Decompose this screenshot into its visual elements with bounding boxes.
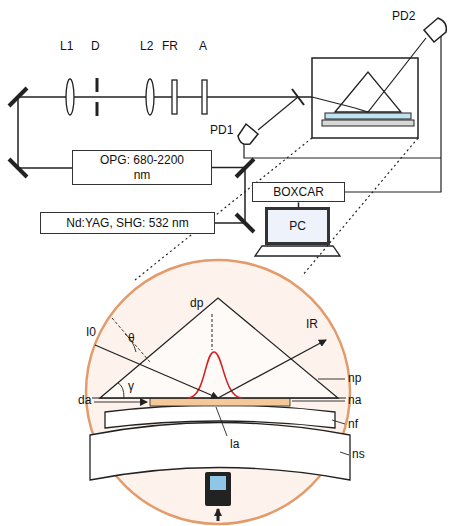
symbol-label: nf: [348, 418, 358, 431]
symbol-label: IR: [306, 318, 318, 331]
laser-beam: [212, 168, 245, 224]
input-arrow: [217, 509, 220, 521]
aperture: [96, 78, 99, 92]
inset-circle: [86, 260, 350, 524]
faraday-rotator: [172, 80, 177, 114]
symbol-label: θ: [128, 332, 135, 345]
part-label: A: [199, 40, 207, 53]
mirror: [9, 159, 27, 177]
leader-line: [340, 452, 349, 455]
part-label: D: [91, 40, 100, 53]
light-source-window: [210, 476, 226, 490]
leader-line: [292, 401, 345, 402]
part-label: PD2: [392, 10, 415, 23]
box-label: OPG: 680-2200 nm: [97, 153, 187, 182]
symbol-label: dp: [190, 297, 203, 310]
reflected-beam: [312, 38, 426, 112]
lens: [66, 79, 74, 115]
substrate-band: [90, 423, 350, 481]
leader-line: [318, 379, 345, 380]
leader-line: [332, 420, 345, 424]
symbol-label: I0: [86, 326, 96, 339]
reflected-beam: [218, 340, 326, 398]
photodiode: [424, 18, 446, 42]
lens: [146, 79, 154, 115]
symbol-label: γ: [128, 380, 134, 393]
symbol-label: na: [348, 394, 361, 407]
mirror: [9, 88, 27, 106]
box-label: PC: [289, 219, 306, 233]
symbol-label: ns: [352, 448, 365, 461]
box-label: Nd:YAG, SHG: 532 nm: [66, 216, 189, 230]
attenuator: [202, 80, 207, 114]
angle-arc: [118, 383, 124, 398]
instrument-box: BOXCAR: [252, 182, 345, 202]
incident-beam: [95, 345, 218, 398]
part-label: PD1: [210, 124, 233, 137]
evanescent-field: [188, 352, 242, 398]
symbol-label: la: [230, 438, 239, 451]
laser-box: Nd:YAG, SHG: 532 nm: [40, 212, 215, 234]
symbol-label: da: [78, 394, 91, 407]
signal-wire: [345, 36, 441, 192]
aperture: [96, 102, 99, 116]
analyte-layer: [150, 398, 290, 406]
prism: [100, 298, 338, 398]
reference-beam: [258, 97, 298, 130]
leader-line: [216, 407, 227, 436]
part-label: L1: [60, 40, 73, 53]
keyboard: [255, 246, 340, 256]
symbol-label: np: [348, 372, 361, 385]
normal-line: [112, 318, 150, 362]
photodiode: [238, 124, 258, 144]
film: [325, 113, 411, 119]
light-source: [205, 472, 231, 506]
laser-box: OPG: 680-2200 nm: [72, 150, 212, 185]
leader-line: [212, 314, 213, 350]
leader-line: [94, 402, 147, 403]
part-label: L2: [140, 40, 153, 53]
part-label: FR: [162, 40, 178, 53]
sample-holder: [312, 58, 418, 138]
box-label: BOXCAR: [273, 185, 324, 199]
substrate: [322, 120, 414, 126]
computer-monitor: PC: [265, 207, 330, 245]
